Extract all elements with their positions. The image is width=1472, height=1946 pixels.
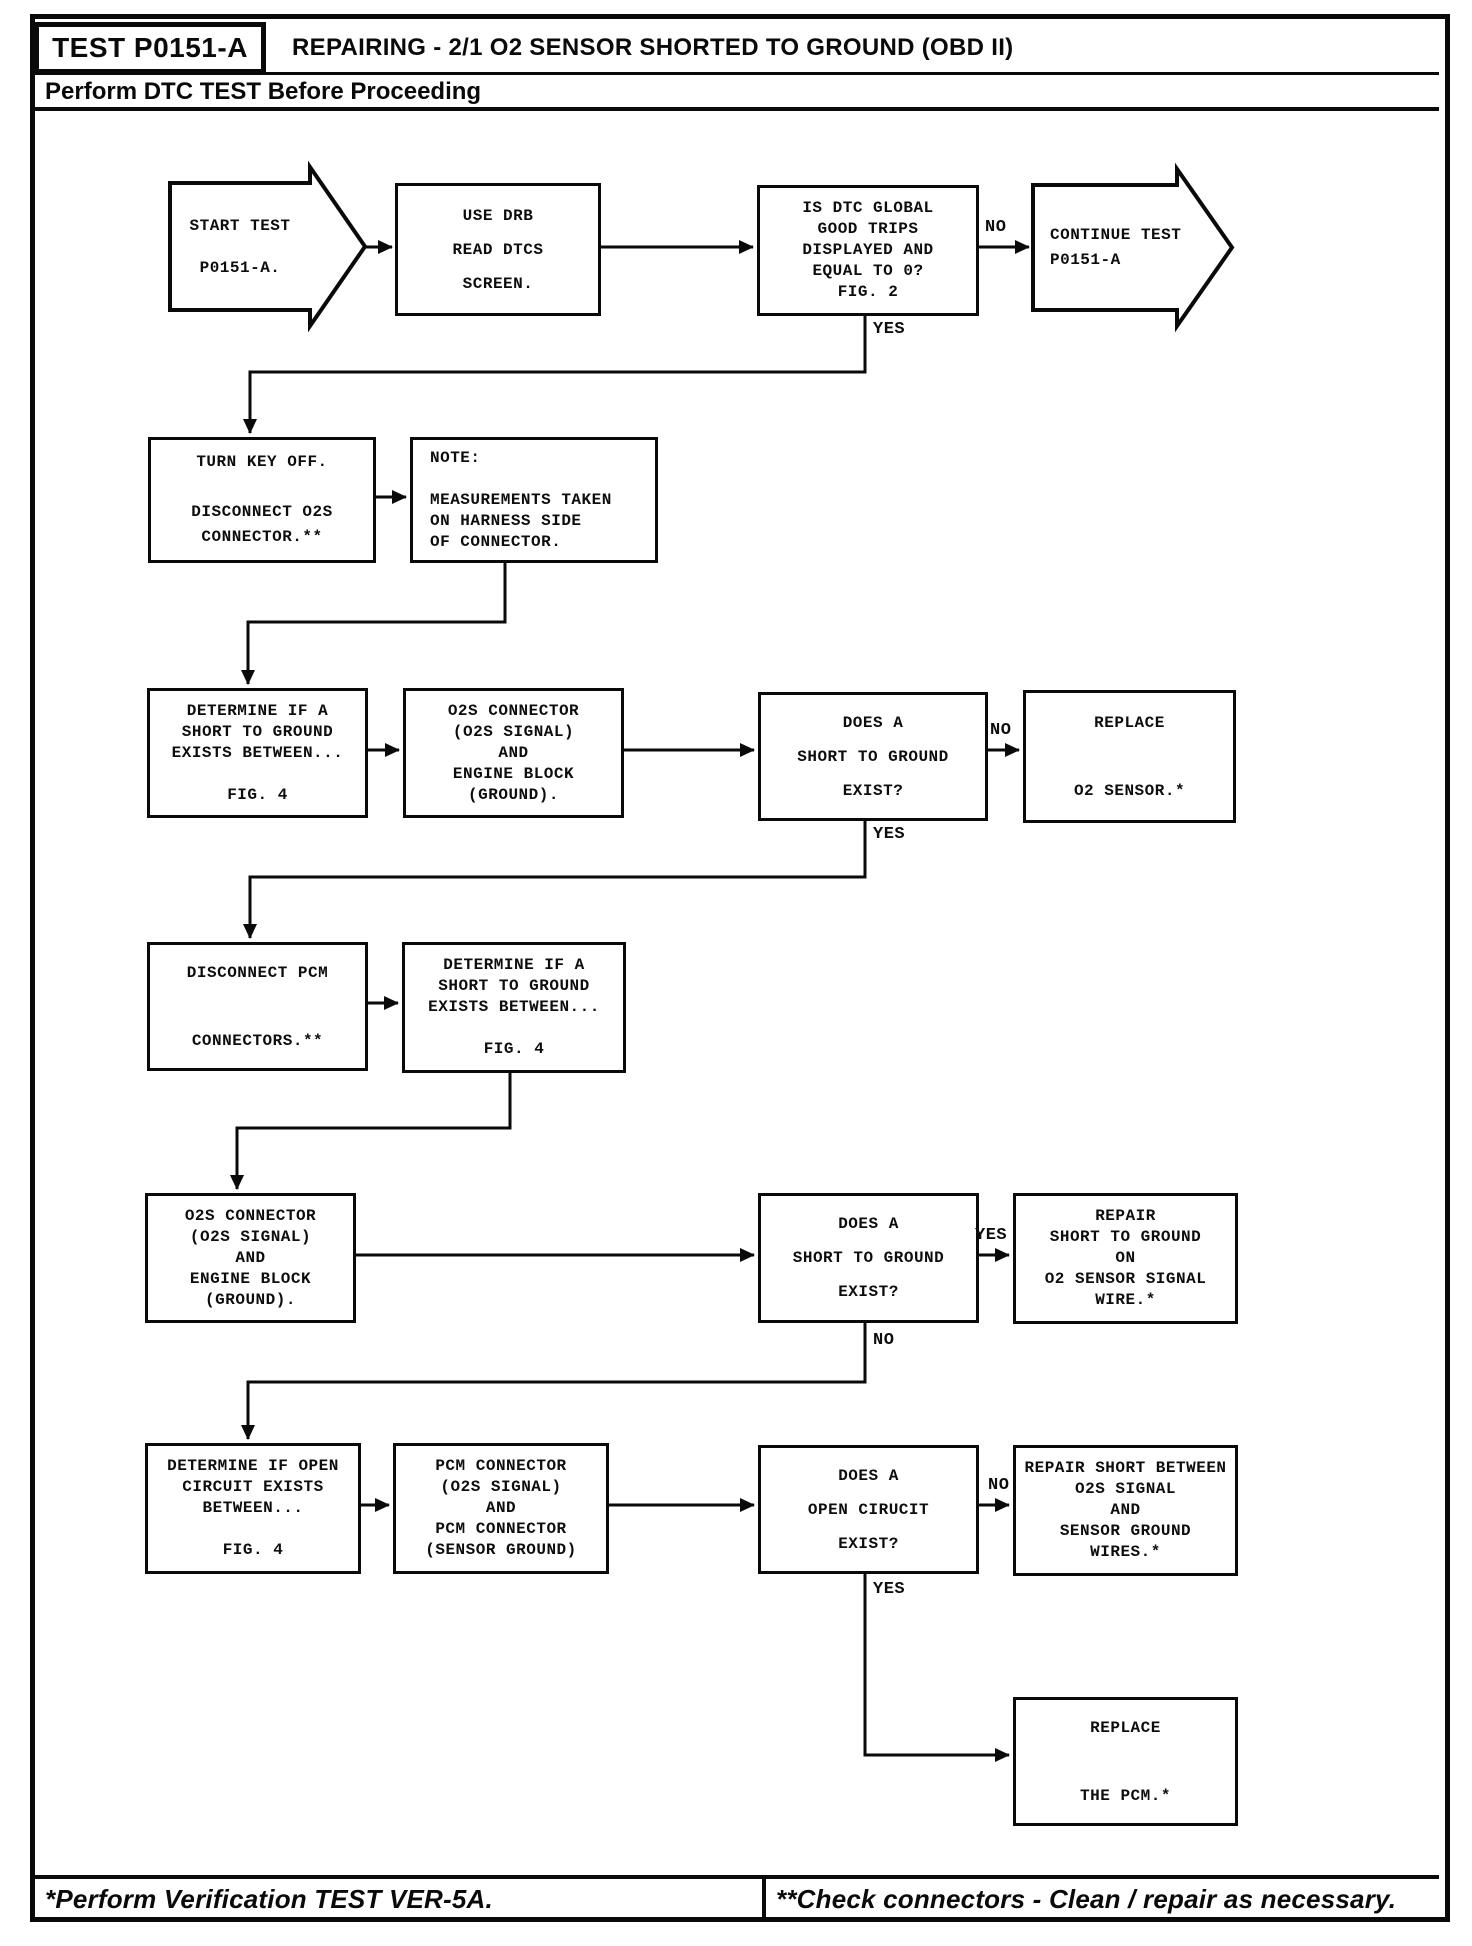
header-rule-bottom (33, 107, 1439, 111)
edge-label-no: NO (873, 1331, 895, 1350)
edge-label-yes: YES (873, 825, 906, 844)
footer-divider (762, 1875, 766, 1922)
header-rule-top (33, 72, 1439, 75)
edge-label-no: NO (988, 1476, 1010, 1495)
edge-label-no: NO (990, 721, 1012, 740)
page-subtitle: Perform DTC TEST Before Proceeding (45, 78, 482, 105)
edge-label-no: NO (985, 218, 1007, 237)
test-id-box: TEST P0151-A (34, 22, 266, 74)
footer-note-verification: *Perform Verification TEST VER-5A. (45, 1884, 493, 1914)
edge-label-yes: YES (873, 320, 906, 339)
footer-rule (33, 1875, 1439, 1879)
edge-label-yes: YES (873, 1580, 906, 1599)
footer-note-connectors: **Check connectors - Clean / repair as n… (776, 1884, 1397, 1914)
edge-label-yes: YES (975, 1226, 1008, 1245)
page-title: REPAIRING - 2/1 O2 SENSOR SHORTED TO GRO… (292, 34, 1014, 61)
test-id: TEST P0151-A (52, 32, 248, 63)
